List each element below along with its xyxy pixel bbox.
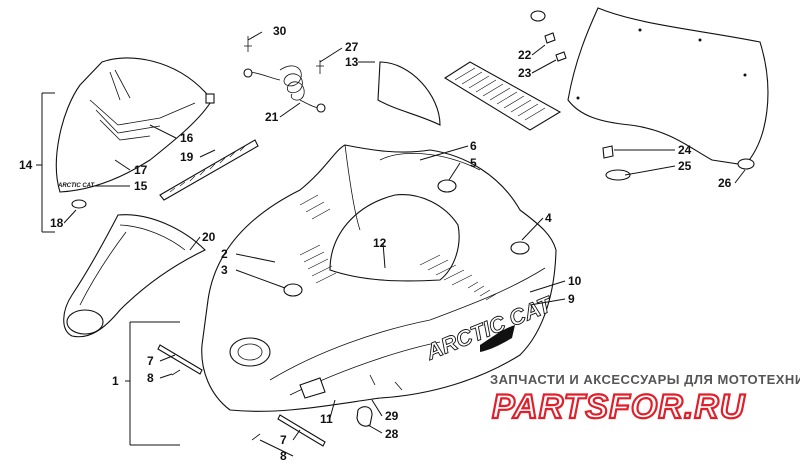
callout-28: 28 (385, 427, 399, 441)
callout-5: 5 (470, 156, 477, 170)
callout-14: 14 (19, 158, 33, 172)
callout-21: 21 (265, 110, 279, 124)
grommet-18 (71, 199, 87, 209)
callout-3: 3 (221, 263, 228, 277)
callout-23: 23 (518, 66, 532, 80)
small-windshield-13 (377, 61, 441, 126)
nose-panel: ARCTIC CAT (55, 57, 215, 193)
fasteners-22-23 (530, 10, 567, 62)
callout-15: 15 (134, 179, 148, 193)
callout-2: 2 (221, 247, 228, 261)
callout-7-upper: 7 (147, 354, 154, 368)
windshield-25 (567, 7, 769, 166)
watermark-tagline: ЗАПЧАСТИ И АКСЕССУАРЫ ДЛЯ МОТОТЕХНИКИ (490, 372, 800, 387)
callout-4: 4 (545, 211, 552, 225)
callout-11: 11 (320, 412, 333, 426)
watermark: ЗАПЧАСТИ И АКСЕССУАРЫ ДЛЯ МОТОТЕХНИКИ PA… (490, 372, 800, 427)
callout-6: 6 (470, 139, 477, 153)
callout-25: 25 (678, 159, 692, 173)
nose-brand-decal: ARCTIC CAT (57, 183, 96, 189)
callout-17: 17 (134, 163, 148, 177)
callout-10: 10 (568, 274, 582, 288)
callout-29: 29 (385, 409, 399, 423)
vent-decal-6 (443, 61, 562, 131)
callout-8-lower: 8 (280, 449, 287, 463)
stripe-decal-19 (159, 139, 259, 201)
callout-9: 9 (568, 292, 575, 306)
inner-liner-20 (63, 214, 206, 338)
hood-pins (157, 344, 403, 447)
callout-numbers: 30 27 13 22 23 16 21 14 17 19 15 18 6 5 … (19, 24, 732, 463)
callout-20: 20 (202, 230, 216, 244)
callout-19: 19 (180, 150, 194, 164)
callout-8-upper: 8 (147, 371, 154, 385)
callout-16: 16 (180, 131, 194, 145)
watermark-logo: PARTSFOR.RU (492, 388, 746, 426)
washer-26 (737, 158, 755, 170)
callout-24: 24 (678, 143, 692, 157)
callout-12: 12 (373, 236, 387, 250)
fastener-24 (602, 145, 631, 181)
spring-cable-21 (243, 36, 326, 113)
callout-13: 13 (345, 55, 359, 69)
callout-1: 1 (112, 374, 119, 388)
callout-27: 27 (345, 40, 359, 54)
leader-lines (36, 31, 746, 457)
callout-7-lower: 7 (280, 433, 287, 447)
callout-22: 22 (518, 48, 532, 62)
callout-26: 26 (718, 176, 732, 190)
callout-30: 30 (273, 24, 287, 38)
callout-18: 18 (50, 216, 64, 230)
